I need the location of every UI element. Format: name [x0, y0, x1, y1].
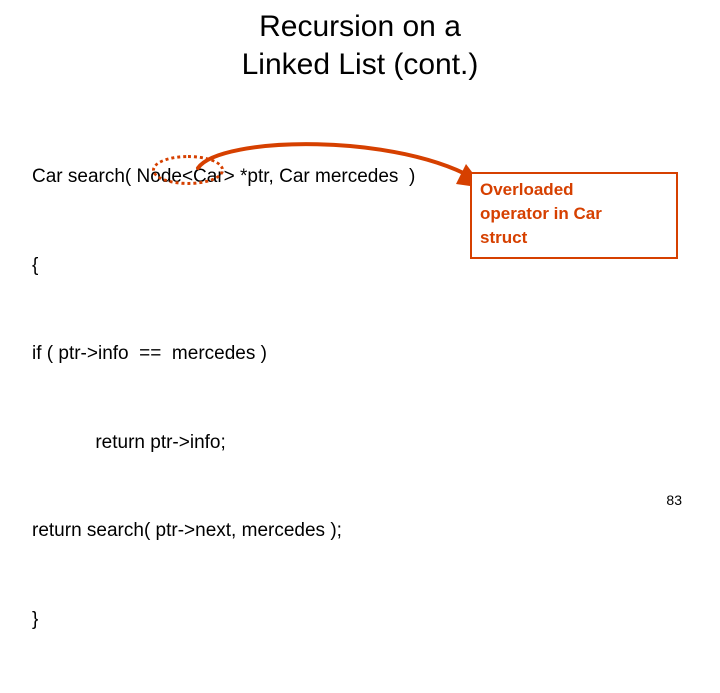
slide-canvas: Recursion on a Linked List (cont.) Car s… — [30, 8, 690, 630]
callout-line-3: struct — [480, 228, 528, 247]
highlight-ellipse-annotation — [152, 155, 224, 185]
code-line-2: { — [32, 254, 39, 276]
page-title: Recursion on a Linked List (cont.) — [30, 8, 690, 84]
page-number: 83 — [666, 492, 682, 508]
code-line-4: return ptr->info; — [32, 431, 226, 453]
code-line-6: } — [32, 608, 39, 630]
code-block: Car search( Node<Car> *ptr, Car mercedes… — [32, 103, 502, 693]
callout-line-2: operator in Car — [480, 204, 602, 223]
code-line-1: Car search( Node<Car> *ptr, Car mercedes… — [32, 166, 416, 187]
page-title-line-2: Linked List (cont.) — [241, 48, 479, 81]
code-line-5: return search( ptr->next, mercedes ); — [32, 520, 342, 541]
callout-line-1: Overloaded — [480, 180, 574, 199]
page-title-line-1: Recursion on a — [259, 10, 461, 43]
callout-box: Overloaded operator in Car struct — [470, 172, 678, 259]
code-line-3: if ( ptr->info == mercedes ) — [32, 343, 267, 364]
callout-text: Overloaded operator in Car struct — [480, 178, 672, 250]
